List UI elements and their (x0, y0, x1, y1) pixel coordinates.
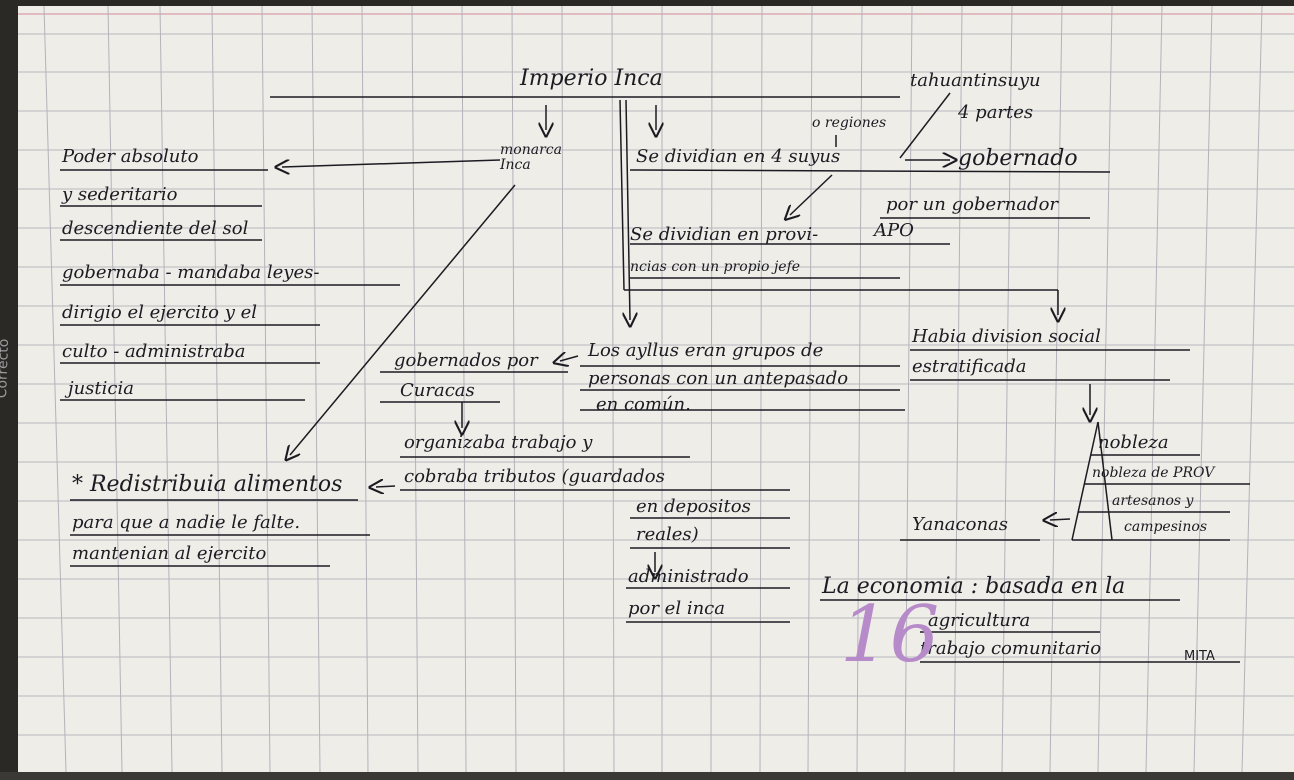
provincias-line-2: ncias con un propio jefe (630, 259, 801, 275)
apo-label: APO (874, 220, 914, 241)
grade-mark: 16 (840, 590, 940, 680)
pyramid-level-3: artesanos y (1112, 493, 1194, 509)
poder-line-1: Poder absoluto (62, 146, 199, 167)
organiza-line-3: en depositos (636, 496, 751, 517)
tahuantinsuyu-label: tahuantinsuyu (910, 70, 1041, 91)
redistribucion-line-1: * Redistribuia alimentos (72, 472, 343, 497)
four-parts-label: 4 partes (958, 102, 1034, 123)
ayllus-line-3: en común. (596, 394, 691, 415)
regiones-note: o regiones (812, 115, 887, 131)
redistribucion-line-3: mantenian al ejercito (72, 543, 267, 564)
yanaconas-label: Yanaconas (912, 514, 1009, 535)
organiza-line-1: organizaba trabajo y (404, 432, 593, 453)
mita-label: MITA (1184, 649, 1215, 664)
gobernado-label: gobernado (958, 146, 1078, 171)
curacas-line-1: gobernados por (394, 350, 538, 371)
margin-pencil-note: Correcto (0, 338, 13, 399)
social-line-2: estratificada (912, 356, 1027, 377)
pyramid-level-1: nobleza (1098, 432, 1169, 453)
ayllus-line-1: Los ayllus eran grupos de (588, 340, 824, 361)
monarca-label: monarca Inca (500, 142, 562, 174)
poder-line-5: dirigio el ejercito y el (62, 302, 258, 323)
economia-line-2: agricultura (928, 610, 1031, 631)
curacas-line-2: Curacas (400, 380, 475, 401)
poder-line-4: gobernaba - mandaba leyes- (62, 262, 320, 283)
administrado-line-1: administrado (628, 566, 749, 587)
gobernador-label: por un gobernador (886, 194, 1059, 215)
organiza-line-4: reales) (636, 524, 699, 545)
economia-line-3: trabajo comunitario (920, 638, 1102, 659)
poder-line-7: justicia (68, 378, 134, 399)
pyramid-level-2: nobleza de PROV (1092, 465, 1215, 481)
poder-line-3: descendiente del sol (62, 218, 249, 239)
organiza-line-2: cobraba tributos (guardados (404, 466, 665, 487)
pyramid-level-4: campesinos (1124, 519, 1208, 535)
suyus-division: Se dividian en 4 suyus (636, 146, 841, 167)
provincias-line-1: Se dividian en provi- (630, 224, 819, 245)
economia-line-1: La economia : basada en la (822, 574, 1126, 599)
social-line-1: Habia division social (912, 326, 1101, 347)
poder-line-6: culto - administraba (62, 341, 246, 362)
poder-line-2: y sederitario (62, 184, 178, 205)
redistribucion-line-2: para que a nadie le falte. (72, 512, 301, 533)
ayllus-line-2: personas con un antepasado (588, 368, 849, 389)
page-title: Imperio Inca (520, 66, 663, 91)
administrado-line-2: por el inca (628, 598, 725, 619)
